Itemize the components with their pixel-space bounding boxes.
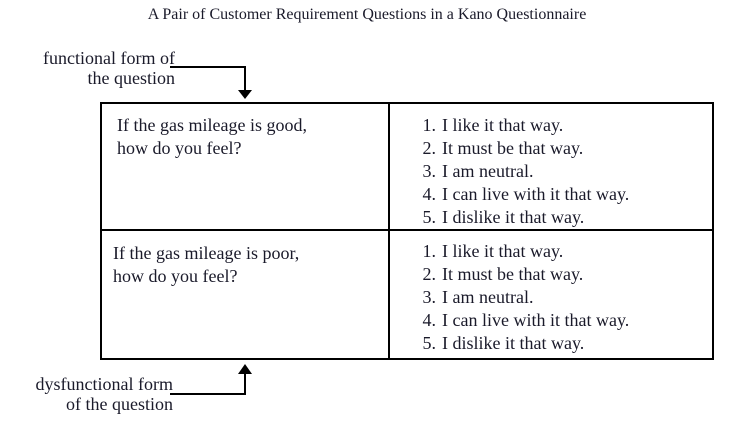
answer-option: 1.I like it that way. <box>422 241 564 261</box>
functional-label: functional form of the question <box>10 48 175 88</box>
functional-answer-options: 1.I like it that way. 2.It must be that … <box>412 114 630 229</box>
answer-option: 2.It must be that way. <box>422 264 584 284</box>
question-line: how do you feel? <box>117 138 242 158</box>
answer-option: 3.I am neutral. <box>422 161 534 181</box>
answer-option: 5.I dislike it that way. <box>422 207 585 227</box>
dysfunctional-label-line1: dysfunctional form <box>35 374 173 394</box>
question-table <box>100 102 714 360</box>
answer-option: 5.I dislike it that way. <box>422 333 585 353</box>
functional-question: If the gas mileage is good, how do you f… <box>117 114 307 160</box>
dysfunctional-answer-options: 1.I like it that way. 2.It must be that … <box>412 240 630 355</box>
dysfunctional-label-line2: of the question <box>66 394 173 414</box>
dysfunctional-arrow <box>170 364 252 395</box>
dysfunctional-label: dysfunctional form of the question <box>0 374 173 414</box>
answer-option: 4.I can live with it that way. <box>422 310 630 330</box>
column-divider <box>388 102 390 360</box>
functional-arrow <box>170 66 252 99</box>
answer-option: 3.I am neutral. <box>422 287 534 307</box>
functional-label-line2: the question <box>87 68 176 88</box>
answer-option: 4.I can live with it that way. <box>422 184 630 204</box>
row-divider <box>100 229 712 231</box>
functional-label-line1: functional form of <box>43 48 175 68</box>
question-line: how do you feel? <box>113 266 238 286</box>
question-line: If the gas mileage is poor, <box>113 243 300 263</box>
question-line: If the gas mileage is good, <box>117 115 307 135</box>
answer-option: 1.I like it that way. <box>422 115 564 135</box>
answer-option: 2.It must be that way. <box>422 138 584 158</box>
dysfunctional-question: If the gas mileage is poor, how do you f… <box>113 242 299 288</box>
diagram-title: A Pair of Customer Requirement Questions… <box>147 6 587 23</box>
